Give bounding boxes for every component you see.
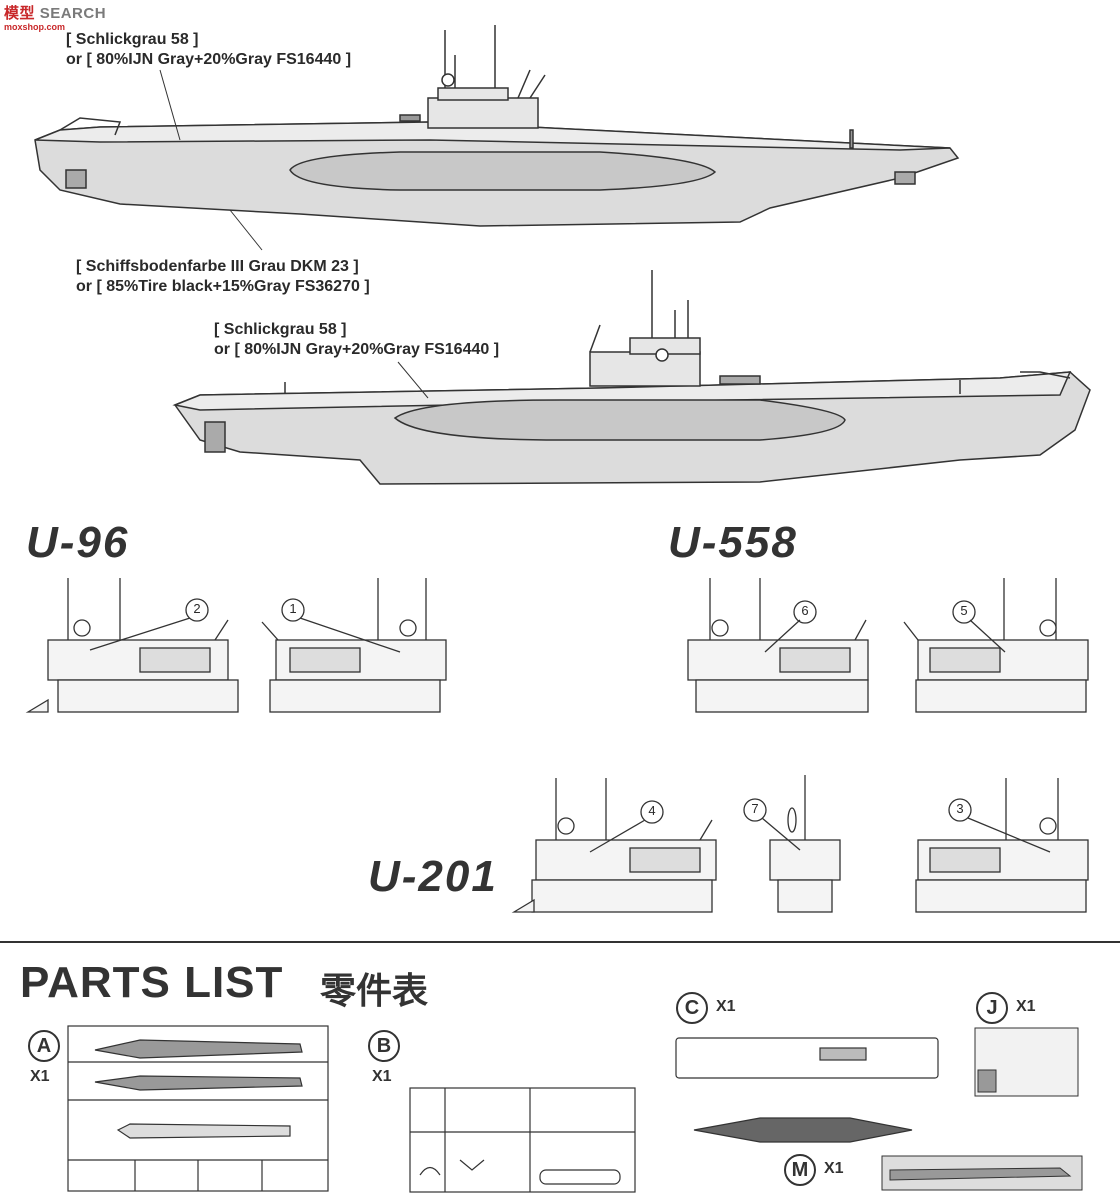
sprue-letter-j: J (976, 992, 1008, 1024)
decal-number: 3 (956, 801, 964, 816)
submarine-side-view-1 (34, 25, 960, 227)
tower-u558-left (687, 578, 869, 713)
sprue-letter-a: A (28, 1030, 60, 1062)
callout-hull-bottom-line1: [ Schiffsbodenfarbe III Grau DKM 23 ] (76, 258, 359, 275)
tower-u96-right (261, 578, 447, 713)
sprue-b-drawing (409, 1087, 636, 1193)
tower-u201-left (511, 778, 717, 913)
tower-u201-right (915, 778, 1089, 913)
callout-leaders-2 (397, 361, 429, 399)
parts-list-title-cn: 零件表 (320, 970, 429, 1011)
sprue-letter-b: B (368, 1030, 400, 1062)
tower-u201-center (743, 775, 841, 913)
decal-sheet-j (974, 1027, 1079, 1097)
decal-number: 5 (960, 603, 968, 618)
sprue-letter-m: M (784, 1154, 816, 1186)
callout-second-deck: [ Schlickgrau 58 ] or [ 80%IJN Gray+20%G… (214, 320, 499, 360)
sprue-qty-c: X1 (716, 998, 736, 1015)
callout-top-deck: [ Schlickgrau 58 ] or [ 80%IJN Gray+20%G… (66, 30, 351, 70)
sprue-c-drawing (675, 1037, 939, 1143)
callout-second-deck-line1: [ Schlickgrau 58 ] (214, 321, 347, 338)
callout-top-deck-line2: or [ 80%IJN Gray+20%Gray FS16440 ] (66, 51, 352, 68)
callout-hull-bottom-line2: or [ 85%Tire black+15%Gray FS36270 ] (76, 278, 370, 295)
watermark-text-b: SEARCH (39, 5, 107, 22)
boat-label-u201: U-201 (368, 852, 498, 901)
decal-number: 2 (193, 601, 201, 616)
sprue-qty-b: X1 (372, 1068, 392, 1085)
boat-label-u558: U-558 (668, 518, 798, 567)
sprue-qty-j: X1 (1016, 998, 1036, 1015)
decal-number: 7 (751, 801, 759, 816)
watermark-url: moxshop.com (4, 22, 66, 32)
callout-second-deck-line2: or [ 80%IJN Gray+20%Gray FS16440 ] (214, 341, 500, 358)
parts-list-title: PARTS LIST (20, 958, 284, 1007)
decal-number: 4 (648, 803, 656, 818)
sprue-letter-c: C (676, 992, 708, 1024)
sprue-a-drawing (67, 1025, 329, 1192)
tower-u96-left (25, 578, 239, 713)
boat-label-u96: U-96 (26, 518, 130, 567)
watermark-text-a: 模型 (4, 5, 36, 22)
watermark-logo: 模型 SEARCH (4, 2, 106, 23)
decal-number: 1 (289, 601, 297, 616)
submarine-side-view-2 (172, 270, 1091, 485)
tower-u558-right (903, 578, 1089, 713)
photo-etch-m (881, 1155, 1083, 1191)
decal-number: 6 (801, 603, 809, 618)
sprue-qty-a: X1 (30, 1068, 50, 1085)
sprue-qty-m: X1 (824, 1160, 844, 1177)
callout-leaders-1 (159, 69, 263, 251)
callout-top-deck-line1: [ Schlickgrau 58 ] (66, 31, 199, 48)
callout-hull-bottom: [ Schiffsbodenfarbe III Grau DKM 23 ] or… (76, 257, 370, 297)
